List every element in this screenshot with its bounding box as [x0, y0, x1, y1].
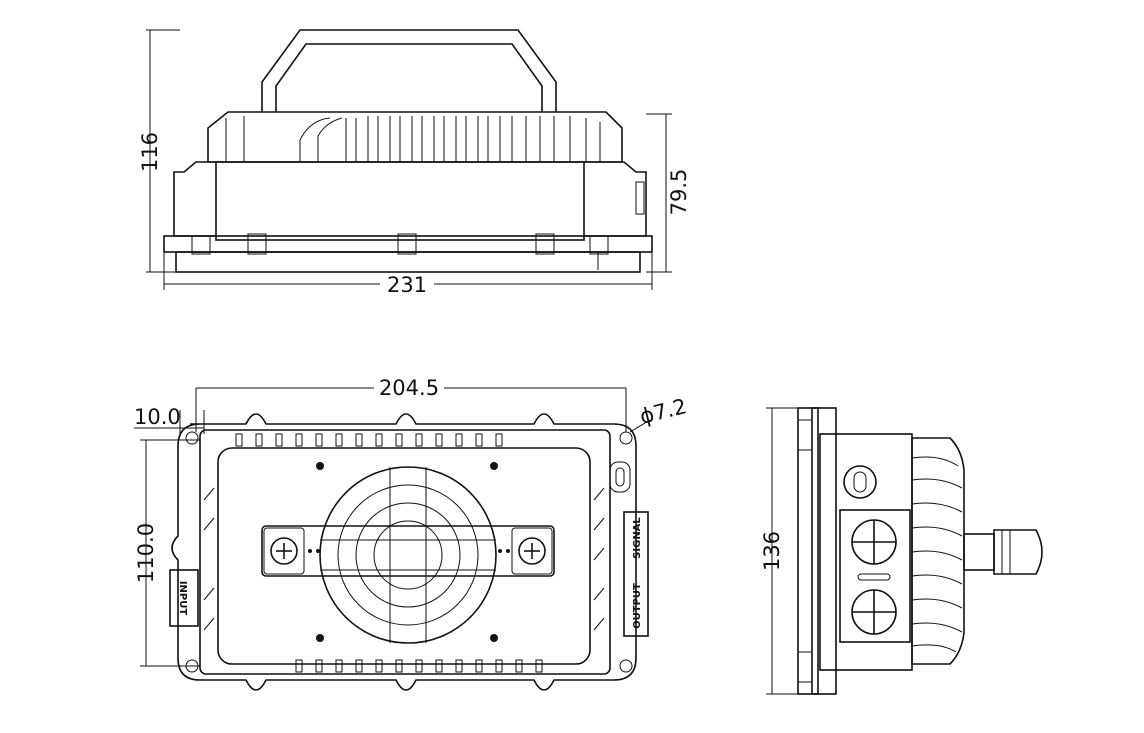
dim-hole-span: 204.5: [379, 376, 439, 400]
dim-side-length: 231: [387, 273, 427, 297]
side-mount-tabs: [191, 233, 609, 255]
top-cover-plate: [217, 447, 591, 665]
end-output-port-top: [851, 519, 897, 565]
end-flange-tab-bottom: [797, 651, 813, 683]
top-fins-upper: [235, 433, 503, 447]
end-base-step: [811, 407, 837, 695]
handle-dot-right-2: [506, 549, 510, 553]
end-base-flange: [797, 407, 819, 695]
top-view: INPUT SIGNAL OUTPUT: [169, 413, 649, 691]
signal-connector-inner: [615, 467, 625, 487]
top-fins-lower: [295, 659, 543, 673]
end-signal-port-inner: [853, 471, 867, 493]
side-dimensions: 116 79.5 231: [138, 29, 691, 297]
end-output-port-bottom: [851, 589, 897, 635]
end-handle-stem: [963, 533, 995, 571]
mount-hole-tr: [619, 431, 633, 445]
end-view: [797, 407, 1043, 695]
handle-dot-left-2: [316, 549, 320, 553]
end-signal-port: [843, 465, 877, 499]
mount-hole-tl: [185, 431, 199, 445]
side-handle-inner: [275, 43, 543, 112]
input-connector-block: [169, 569, 199, 627]
top-heatsink-body: [199, 429, 611, 675]
dim-hole-diameter: ϕ7.2: [637, 394, 689, 429]
phillips-screw-right: [518, 537, 546, 565]
end-fins: [911, 456, 963, 653]
dim-side-body-height: 79.5: [667, 169, 691, 216]
label-output: OUTPUT: [632, 583, 643, 629]
phillips-screw-left: [270, 537, 298, 565]
side-base-flange: [163, 235, 653, 253]
cover-screw-br: [490, 634, 498, 642]
cover-screw-bl: [316, 634, 324, 642]
top-handle-bar: [261, 525, 555, 577]
end-main-body: [819, 433, 913, 671]
label-input: INPUT: [177, 581, 188, 616]
end-handle-grip: [993, 529, 1043, 575]
side-view: [163, 29, 653, 273]
output-connector-block: [623, 511, 649, 637]
dim-side-height: 116: [138, 132, 162, 172]
side-handle-outer: [261, 29, 557, 112]
dim-hole-vertical-span: 110.0: [134, 523, 158, 583]
signal-connector: [609, 461, 631, 493]
cover-screw-tl: [316, 462, 324, 470]
side-input-connector: [173, 161, 216, 237]
end-output-panel: [839, 509, 911, 643]
fan-grille: [319, 466, 497, 644]
handle-dot-left: [308, 549, 312, 553]
side-base-foot: [175, 251, 641, 273]
side-output-plug: [635, 181, 645, 215]
dim-hole-edge-offset: 10.0: [134, 405, 181, 429]
dim-end-width: 136: [760, 531, 784, 571]
handle-dot-right: [498, 549, 502, 553]
mount-hole-br: [619, 659, 633, 673]
top-dimensions: 204.5 10.0 ϕ7.2 110.0: [134, 376, 689, 667]
label-signal: SIGNAL: [632, 517, 643, 559]
top-handle-end-left: [263, 527, 305, 575]
side-heatsink-cap: [207, 111, 623, 163]
end-dimensions: 136: [760, 407, 806, 695]
end-heatsink: [911, 437, 965, 665]
top-fins-side: [203, 487, 605, 631]
top-flange-outline: [171, 413, 637, 691]
top-handle-end-right: [511, 527, 553, 575]
side-main-body: [215, 161, 585, 241]
end-output-slot: [857, 573, 891, 581]
side-output-connector: [584, 161, 647, 237]
cover-screw-tr: [490, 462, 498, 470]
end-flange-tab-top: [797, 419, 813, 451]
side-fins: [225, 116, 601, 162]
